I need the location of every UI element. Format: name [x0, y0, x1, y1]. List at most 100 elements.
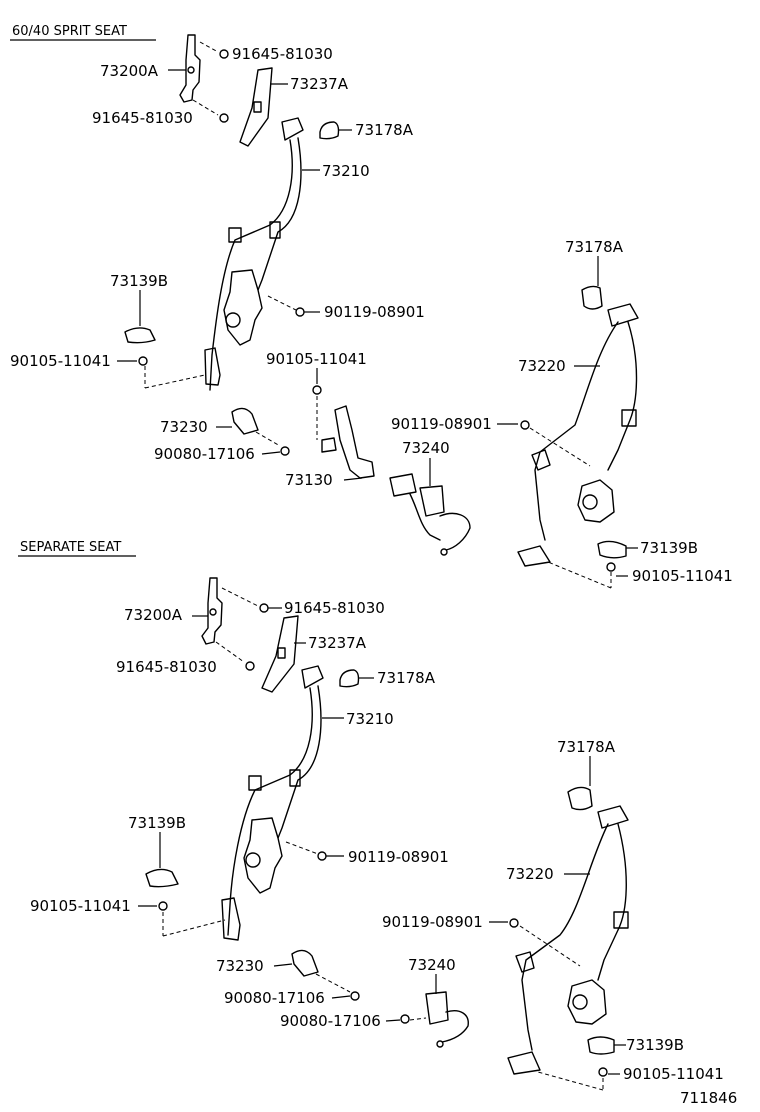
lower-anchor-plate — [204, 347, 221, 386]
connector-icon — [440, 548, 448, 556]
part-label: 73178A — [565, 238, 624, 256]
dashed-leader — [537, 1071, 604, 1091]
section-title-separate-seat: SEPARATE SEAT — [20, 540, 121, 555]
bolt-icon — [158, 901, 168, 911]
part-label: 73220 — [506, 865, 554, 883]
dashed-leader — [192, 99, 219, 116]
bolt-cover — [597, 540, 627, 559]
buckle-anchor — [231, 407, 259, 435]
dashed-leader — [221, 587, 259, 607]
rear-belt-loop — [621, 409, 637, 427]
part-label: 91645-81030 — [232, 45, 333, 63]
part-label: 73178A — [377, 669, 436, 687]
leader-line — [343, 477, 363, 481]
part-label: 73200A — [100, 62, 159, 80]
leader-line — [273, 963, 293, 967]
leader-line — [331, 995, 351, 999]
buckle-anchor — [291, 949, 319, 977]
part-label: 90119-08901 — [391, 415, 492, 433]
belt-webbing-inner — [269, 685, 322, 859]
part-label: 91645-81030 — [284, 599, 385, 617]
bolt-icon — [259, 603, 269, 613]
dashed-leader — [285, 841, 319, 855]
retractor-spool — [225, 312, 241, 328]
part-label: 73240 — [402, 439, 450, 457]
shoulder-anchor — [281, 117, 304, 141]
belt-guide — [248, 775, 262, 791]
lower-anchor-plate — [221, 897, 241, 941]
part-label: 73139B — [110, 272, 168, 290]
dashed-leader — [519, 925, 581, 967]
part-label: 90105-11041 — [266, 350, 367, 368]
bolt-icon — [219, 113, 229, 123]
retractor-spool — [582, 494, 598, 510]
rear-belt-webbing — [534, 321, 619, 541]
cover-slot — [277, 647, 286, 659]
belt-guide — [228, 227, 242, 243]
anchor-adjuster-bracket — [201, 577, 223, 645]
bolt-icon — [138, 356, 148, 366]
rear-guide — [515, 951, 535, 973]
part-label: 91645-81030 — [92, 109, 193, 127]
anchor-adjuster-bracket — [179, 34, 201, 103]
bracket-hole — [187, 66, 195, 74]
dashed-leader — [529, 427, 591, 467]
leader-line — [261, 451, 281, 455]
center-buckle-plate — [389, 473, 417, 497]
belt-loop — [289, 769, 301, 787]
rear-shoulder-anchor — [607, 303, 639, 327]
part-label: 73178A — [355, 121, 414, 139]
dashed-leader — [199, 41, 219, 53]
part-label: 90119-08901 — [324, 303, 425, 321]
bracket-hole — [209, 608, 217, 616]
anchor-cover — [261, 615, 299, 693]
belt-webbing-outer — [209, 139, 293, 391]
bolt-icon — [317, 851, 327, 861]
rear-belt-webbing — [521, 823, 609, 1051]
part-label: 73139B — [626, 1036, 684, 1054]
part-label: 90080-17106 — [280, 1012, 381, 1030]
part-label: 90119-08901 — [382, 913, 483, 931]
part-label: 73237A — [308, 634, 367, 652]
rear-guide — [531, 449, 551, 471]
rear-belt-loop — [613, 911, 629, 929]
part-label: 90105-11041 — [30, 897, 131, 915]
part-label: 73210 — [346, 710, 394, 728]
center-belt — [409, 493, 441, 541]
buckle-harness — [439, 512, 471, 551]
center-buckle-head — [419, 485, 445, 517]
buckle-harness — [441, 1010, 469, 1043]
shoulder-button-rear — [567, 786, 593, 811]
nut-icon — [400, 1014, 410, 1024]
part-label: 73178A — [557, 738, 616, 756]
bolt-cover — [145, 868, 179, 888]
shoulder-anchor — [301, 665, 324, 689]
part-label: 73220 — [518, 357, 566, 375]
retractor — [243, 817, 283, 894]
part-label: 90105-11041 — [632, 567, 733, 585]
part-label: 73230 — [216, 957, 264, 975]
belt-loop — [269, 221, 281, 239]
buckle-bracket — [334, 405, 375, 479]
bolt-icon — [598, 1067, 608, 1077]
section-title-split-seat: 60/40 SPRIT SEAT — [12, 24, 127, 39]
retractor — [223, 269, 263, 346]
leader-line — [385, 1019, 401, 1022]
bolt-icon — [509, 918, 519, 928]
bolt-icon — [312, 385, 322, 395]
rear-shoulder-anchor — [597, 805, 629, 829]
shoulder-button — [319, 121, 340, 140]
shoulder-button-rear — [581, 285, 603, 310]
rear-lower-anchor — [507, 1051, 541, 1075]
part-label: 90119-08901 — [348, 848, 449, 866]
bolt-icon — [606, 562, 616, 572]
rear-retractor — [577, 479, 615, 523]
bracket-foot — [321, 437, 337, 453]
belt-webbing-outer — [227, 687, 313, 936]
part-label: 73139B — [640, 539, 698, 557]
bolt-icon — [295, 307, 305, 317]
dashed-leader — [162, 919, 226, 937]
part-label: 90105-11041 — [623, 1065, 724, 1083]
cover-slot — [253, 101, 262, 113]
